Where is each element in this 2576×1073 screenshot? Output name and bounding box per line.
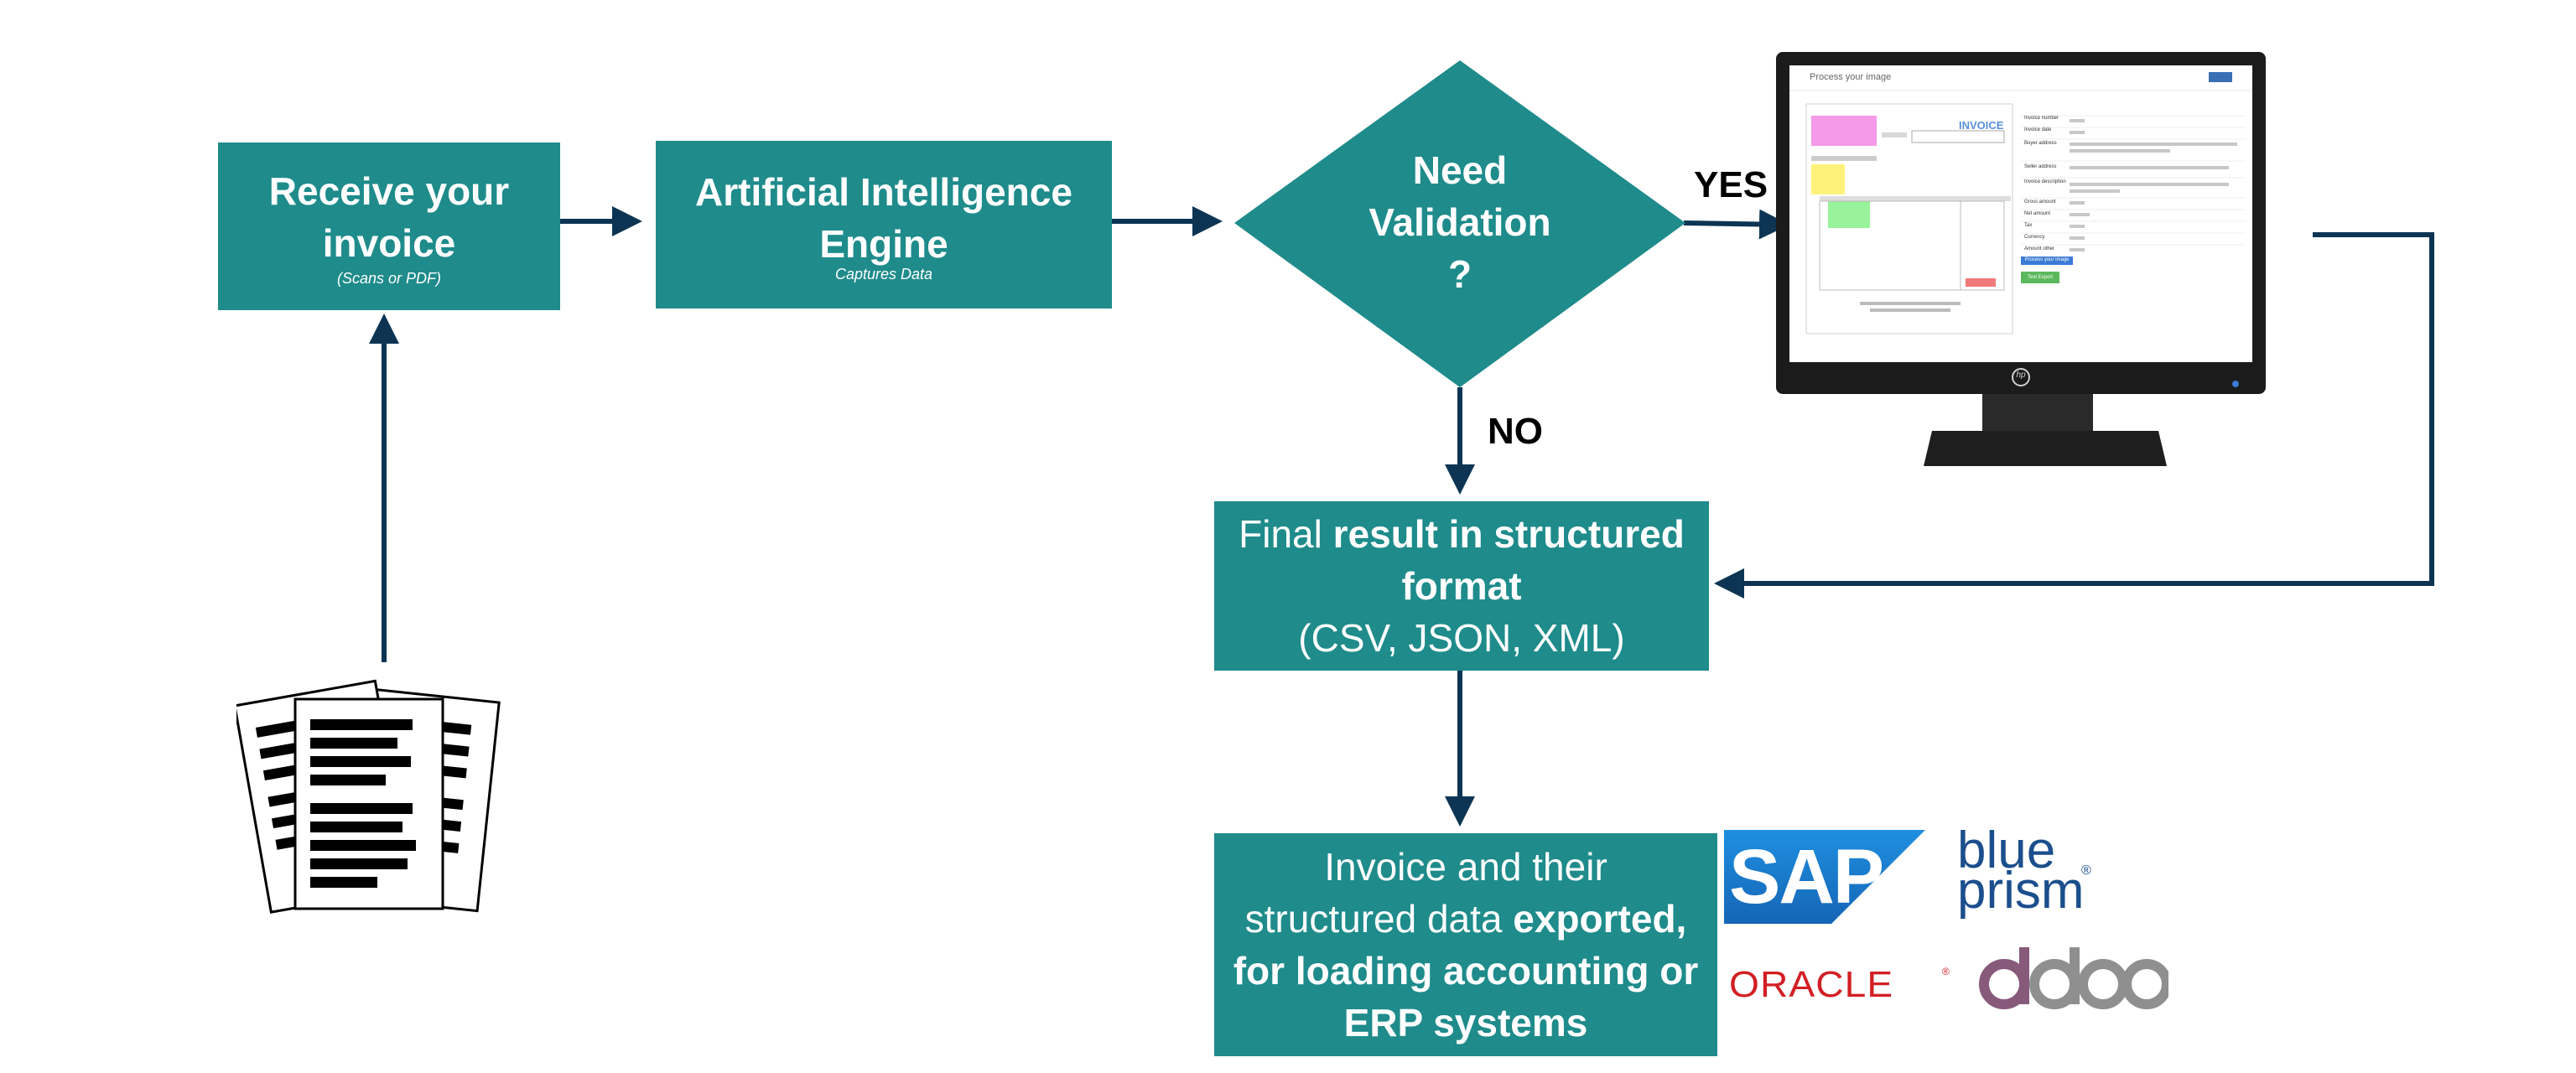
decision-diamond <box>1234 60 1685 387</box>
export-box: Invoice and their structured data export… <box>1214 833 1717 1056</box>
validation-monitor: Process your image INVOICE Invoice numbe… <box>1776 52 2316 471</box>
ai-subtitle: Captures Data <box>834 266 933 283</box>
field-label: Amount other <box>2024 246 2055 251</box>
export-line2-normal: structured data <box>1244 897 1514 941</box>
export-line1: Invoice and their <box>1324 845 1607 889</box>
field-label: Invoice date <box>2024 127 2052 132</box>
final-line2: format <box>1401 564 1522 608</box>
oracle-mark: ® <box>1942 966 1950 977</box>
field-label: Invoice description <box>2024 179 2066 184</box>
decision-line1: Need <box>1412 148 1508 192</box>
sap-logo-text: SAP <box>1729 834 1884 920</box>
final-line1-normal: Final <box>1239 512 1333 556</box>
decision-line3: ? <box>1447 252 1472 296</box>
export-line2: structured data exported, <box>1245 893 1687 945</box>
monitor-frame <box>1776 52 2266 466</box>
decision-line2: Validation <box>1368 200 1551 244</box>
receive-subtitle: (Scans or PDF) <box>336 270 442 287</box>
field-label: Invoice number <box>2024 116 2059 121</box>
field-label: Tax <box>2024 223 2033 228</box>
field-label: Currency <box>2024 235 2045 240</box>
final-line3: (CSV, JSON, XML) <box>1298 616 1625 660</box>
ai-title-line2: Engine <box>819 222 948 266</box>
blueprism-line1: blue <box>1957 822 2056 879</box>
export-line2-bold: exported, <box>1513 897 1687 941</box>
blueprism-logo: blue prism ® <box>1957 822 2108 924</box>
receive-title-line1: Receive your <box>268 169 510 213</box>
final-line1: Final result in structured <box>1239 508 1685 560</box>
monitor-brand: hp <box>2016 371 2026 380</box>
export-line3: for loading accounting or <box>1233 949 1699 993</box>
field-label: Seller address <box>2024 164 2057 169</box>
final-result-box: Final result in structured format (CSV, … <box>1214 501 1709 671</box>
field-label: Net amount <box>2024 211 2051 216</box>
documents-icon <box>236 679 501 914</box>
no-label: NO <box>1488 411 1543 452</box>
receive-title-line2: invoice <box>322 221 456 265</box>
monitor-process-button[interactable]: Process your image <box>2024 257 2070 262</box>
odoo-logo: odoo <box>1976 942 2168 1013</box>
receive-invoice-box: Receive your invoice (Scans or PDF) <box>218 143 560 310</box>
decision-text: Need Validation ? <box>1292 144 1628 300</box>
sap-logo: SAP <box>1724 830 1925 924</box>
field-label: Gross amount <box>2024 200 2056 205</box>
yes-label: YES <box>1694 164 1768 205</box>
oracle-logo: ORACLE ® <box>1729 964 1955 1006</box>
monitor-invoice-heading: INVOICE <box>1959 119 2004 132</box>
field-label: Buyer address <box>2024 141 2057 146</box>
ai-title-line1: Artificial Intelligence <box>695 170 1072 214</box>
blueprism-line2: prism <box>1957 862 2085 920</box>
arrow-yes-to-monitor <box>1683 209 1789 240</box>
monitor-app-title: Process your image <box>1810 72 1892 82</box>
final-line1-bold: result in structured <box>1332 512 1685 556</box>
export-line4: ERP systems <box>1343 1001 1588 1044</box>
oracle-logo-text: ORACLE <box>1729 964 1894 1005</box>
arrow-monitor-to-final <box>1714 232 2434 599</box>
monitor-export-button[interactable]: Text Export <box>2027 275 2053 280</box>
blueprism-mark: ® <box>2081 863 2091 878</box>
ai-engine-box: Artificial Intelligence Engine Captures … <box>656 141 1112 308</box>
